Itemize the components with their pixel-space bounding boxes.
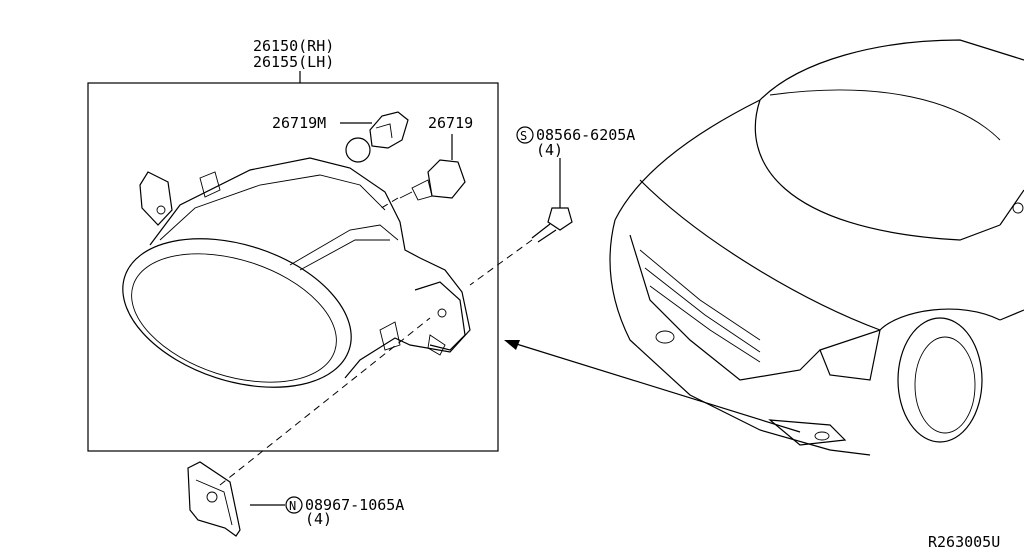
screw-shank [531,223,557,243]
clip-prefix-circle [285,496,303,514]
housing-detail-1 [289,224,399,266]
bulb-26719 [399,159,466,201]
housing-rim [159,174,386,241]
mirror-detail [1012,202,1024,214]
location-arrow [504,340,801,433]
bulb-m-detail [375,123,393,139]
bottom-boss [379,321,401,351]
location-arrow-line [509,341,801,433]
label-bulb-m: 26719M [272,114,326,132]
label-assembly-rh: 26150(RH) [253,37,334,55]
label-screw-prefix: S [520,129,527,143]
top-tab [199,171,221,198]
bulb-dashed-path [377,197,399,211]
clip-nut [187,461,241,537]
clip-dashed-path [219,317,431,486]
screw-dashed-path [469,239,533,286]
fog-lamp-housing [149,157,471,379]
fog-lamp-drawing [122,157,471,388]
label-assembly-lh: 26155(LH) [253,53,334,71]
bumper-lower [609,219,871,456]
windshield-top [769,89,1001,141]
label-clip-qty: (4) [305,510,332,528]
screw-head [547,207,573,231]
label-clip-part: 08967-1065A [305,496,404,514]
label-diagram-id: R263005U [928,533,1000,551]
bulb-base [411,179,433,201]
label-bulb: 26719 [428,114,473,132]
fender-line [879,308,1001,331]
clip-fold [195,479,233,526]
bulb-m-socket [369,111,409,149]
bulb-26719m [345,111,409,163]
right-bracket-hole [437,308,447,318]
bulb-tip [399,191,413,199]
bulb-socket [427,159,466,199]
label-screw-qty: (4) [536,141,563,159]
screw-prefix-circle [516,126,534,144]
screw [531,207,573,243]
headlamp [819,329,881,381]
bulb-m-glass [345,137,371,163]
front-wheel [897,317,983,443]
front-wheel-inner [914,336,976,434]
bottom-tab [427,334,446,356]
roof-line [759,39,1024,101]
location-arrow-head [504,340,520,350]
label-screw-part: 08566-6205A [536,126,635,144]
left-bracket-hole [156,205,166,215]
assembly-box [87,82,499,452]
housing-detail-2 [299,239,390,271]
fog-lamp-location-lens [814,431,830,441]
hood-edge [639,179,881,331]
grille-bars [639,249,761,363]
a-pillar [614,99,761,221]
left-bracket [139,171,173,226]
emblem [655,330,675,344]
vehicle-front-drawing [609,39,1024,456]
clip-hole [206,491,218,503]
right-bracket [414,281,466,351]
windshield-base [754,99,1001,241]
body-side [999,189,1024,321]
grille-outline [629,234,821,381]
fog-lamp-location [768,419,847,446]
fog-lamp-lens [122,238,352,388]
label-clip-prefix: N [289,499,296,513]
clip-body [187,461,241,537]
fog-lamp-lens-inner [131,253,337,383]
